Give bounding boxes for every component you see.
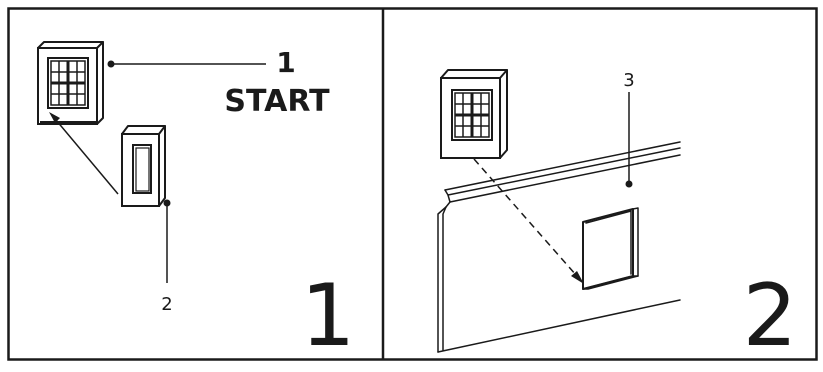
frame-part-callout: 2	[161, 199, 173, 315]
panel-2: 3 2	[437, 69, 798, 366]
wall-panel	[437, 141, 681, 353]
frame-part-number: 2	[161, 294, 172, 315]
frame-part-icon	[121, 125, 166, 207]
step-number-2: 2	[743, 266, 798, 366]
start-callout: 1 START	[107, 46, 330, 119]
window-unit-icon	[440, 69, 508, 159]
panel-1: 1 START 2 1	[37, 41, 356, 366]
start-callout-label: START	[224, 84, 330, 119]
placement-arrow	[473, 158, 584, 284]
wall-part-number: 3	[623, 70, 634, 91]
step-number-1: 1	[301, 266, 356, 366]
window-unit-icon	[37, 41, 104, 125]
wall-part-callout: 3	[623, 70, 635, 188]
assembly-arrow	[49, 112, 119, 195]
sheet-border	[7, 7, 818, 361]
start-callout-number: 1	[276, 46, 295, 79]
